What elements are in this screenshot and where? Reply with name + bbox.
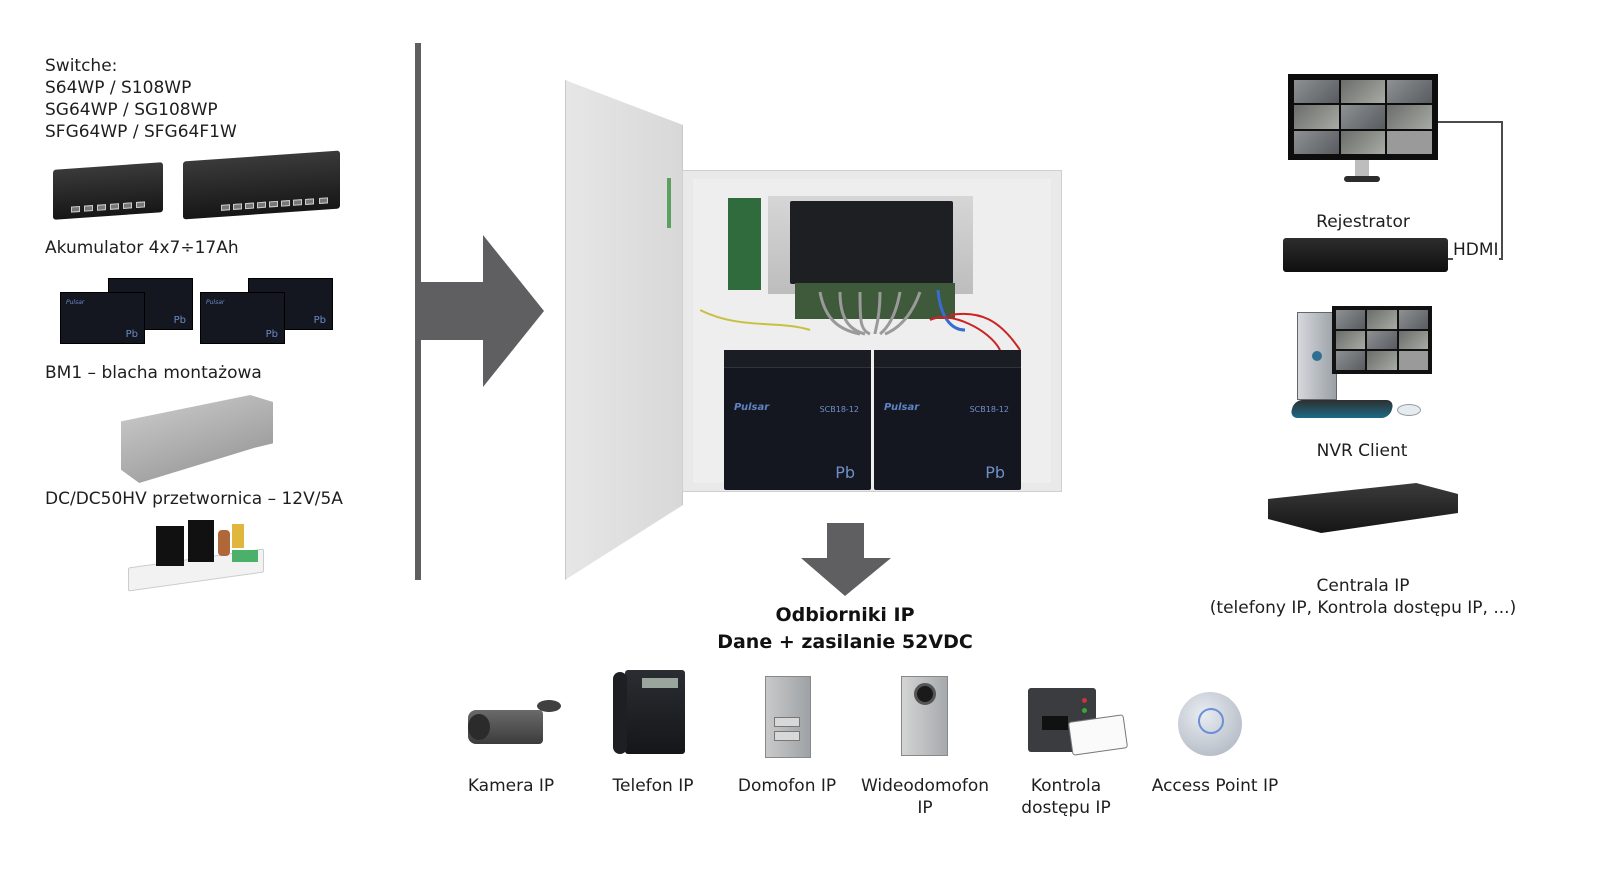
output-subtitle: Dane + zasilanie 52VDC	[717, 631, 973, 653]
device-label-camera: Kamera IP	[467, 776, 555, 796]
battery-logo: Pulsar	[66, 299, 85, 306]
pbx-sublabel: (telefony IP, Kontrola dostępu IP, ...)	[1209, 598, 1517, 618]
cabinet-battery-1: Pulsar SCB18-12 Pb	[724, 350, 871, 490]
ip-camera-icon	[537, 700, 561, 712]
output-title: Odbiorniki IP	[775, 604, 915, 626]
converter-label: DC/DC50HV przetwornica – 12V/5A	[45, 489, 343, 509]
mounting-plate-image	[121, 395, 273, 483]
poe-switch-installed	[790, 201, 953, 284]
monitor-image	[1288, 74, 1438, 160]
ip-pbx-image	[1268, 483, 1458, 533]
battery-pb-mark: Pb	[985, 463, 1005, 482]
device-label-video-intercom: Wideodomofon IP	[860, 776, 990, 818]
battery-model: SCB18-12	[819, 405, 859, 414]
recorder-label: Rejestrator	[1316, 212, 1410, 232]
arrow-down-icon	[801, 523, 891, 596]
phone-handset	[613, 672, 627, 754]
switch-models-line-3: SFG64WP / SFG64F1W	[45, 122, 237, 142]
battery-pb-mark: Pb	[313, 315, 326, 326]
device-label-access-point: Access Point IP	[1151, 776, 1279, 796]
cabinet-battery-2: Pulsar SCB18-12 Pb	[874, 350, 1021, 490]
access-point-led-ring	[1198, 708, 1224, 734]
cabinet-door	[565, 80, 683, 580]
video-intercom-camera	[914, 683, 936, 705]
nvr-recorder-image	[1283, 238, 1448, 272]
nvr-client-label: NVR Client	[1316, 441, 1408, 461]
battery-brand: Pulsar	[884, 402, 920, 413]
battery-logo: Pulsar	[206, 299, 225, 306]
poe-switch-small-image	[53, 162, 163, 220]
cables	[700, 290, 1021, 351]
camera-lens	[468, 714, 490, 740]
battery-pb-mark: Pb	[835, 463, 855, 482]
phone-display	[642, 678, 678, 688]
pbx-label: Centrala IP	[1316, 576, 1410, 596]
battery-pb-mark: Pb	[125, 329, 138, 340]
device-label-door-intercom: Domofon IP	[737, 776, 837, 796]
rfid-card	[1067, 714, 1129, 756]
switches-title: Switche:	[45, 56, 118, 76]
monitor-stand	[1355, 160, 1369, 176]
poe-switch-large-image	[183, 150, 340, 220]
dcdc-converter-image	[128, 520, 264, 592]
keyboard-image	[1289, 400, 1395, 418]
device-label-phone: Telefon IP	[612, 776, 694, 796]
pc-monitor-image	[1332, 306, 1432, 374]
arrow-right-icon	[418, 235, 544, 387]
switch-models-line-2: SG64WP / SG108WP	[45, 100, 218, 120]
hdmi-label: HDMI	[1453, 239, 1499, 261]
battery-pb-mark: Pb	[173, 315, 186, 326]
battery-model: SCB18-12	[969, 405, 1009, 414]
pc-tower-image	[1297, 312, 1337, 400]
tamper-switch	[667, 178, 671, 228]
battery-pb-mark: Pb	[265, 329, 278, 340]
mounting-plate-label: BM1 – blacha montażowa	[45, 363, 262, 383]
mouse-image	[1397, 404, 1421, 416]
switch-models-line-1: S64WP / S108WP	[45, 78, 192, 98]
device-label-access-control: Kontrola dostępu IP	[1021, 776, 1111, 818]
battery-label: Akumulator 4x7÷17Ah	[45, 238, 239, 258]
door-intercom-icon	[765, 676, 811, 758]
battery-brand: Pulsar	[734, 402, 770, 413]
dcdc-board-installed	[728, 198, 761, 290]
monitor-foot	[1344, 176, 1380, 182]
